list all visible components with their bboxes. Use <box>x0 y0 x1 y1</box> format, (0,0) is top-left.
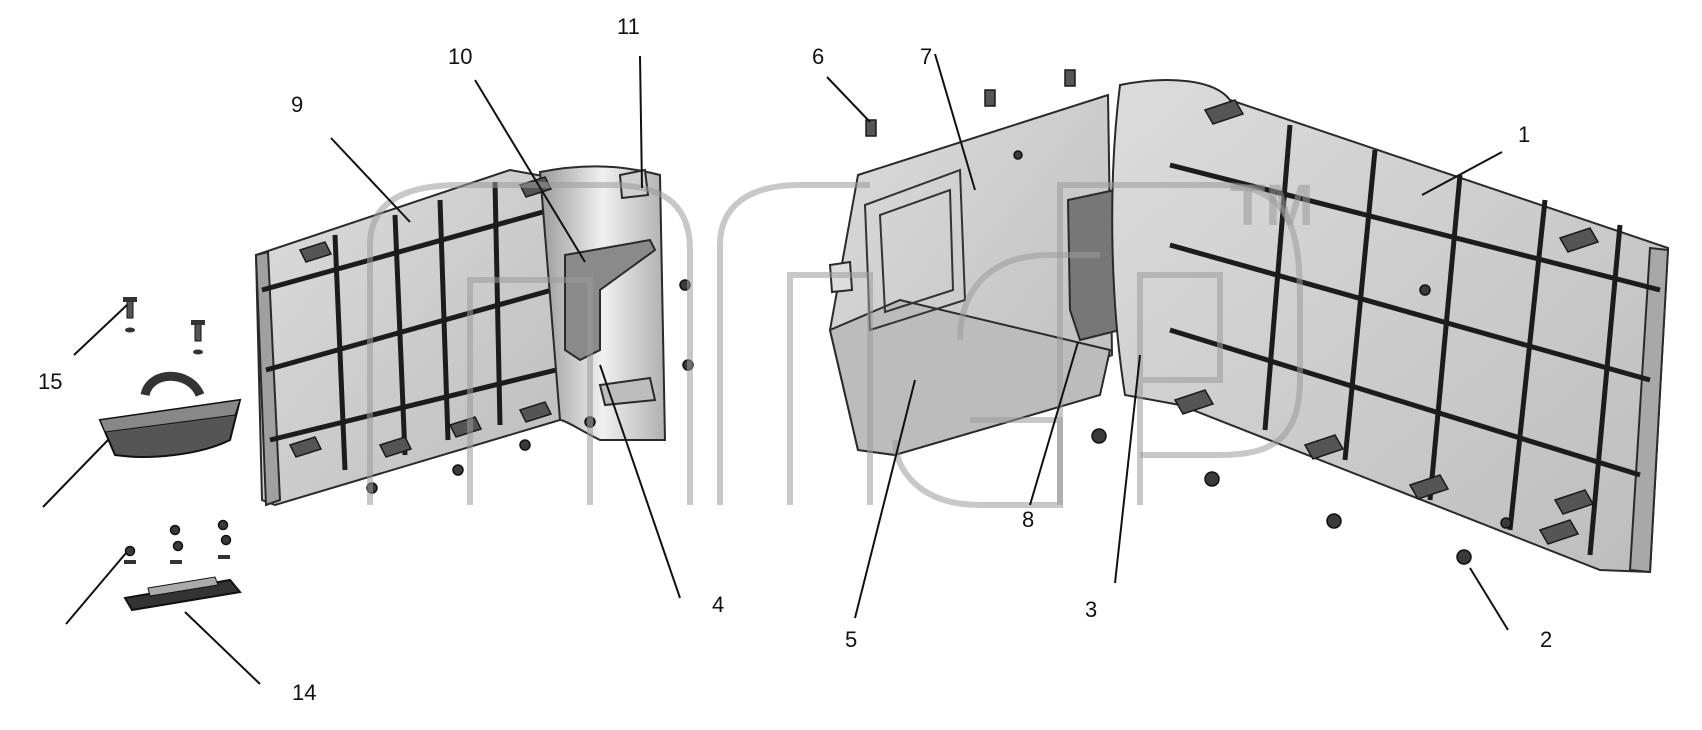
right-panel-assembly <box>1091 79 1670 574</box>
right-panel-clips <box>1173 99 1600 545</box>
right-panel-ribs <box>1169 124 1661 556</box>
callout-14: 14 <box>292 680 316 705</box>
leader-lines <box>42 53 1509 685</box>
callout-10: 10 <box>448 44 472 69</box>
hinge-8 <box>1066 188 1122 342</box>
callout-6: 6 <box>812 44 824 69</box>
callout-15: 15 <box>38 369 62 394</box>
nuts-2 <box>1091 428 1512 565</box>
callout-3: 3 <box>1085 597 1097 622</box>
left-panel-clips <box>288 176 553 458</box>
watermark: TM <box>367 173 1314 508</box>
middle-cover-assembly <box>828 69 1157 457</box>
lower-bracket <box>598 376 657 407</box>
left-panel-edge <box>254 250 282 507</box>
bracket-14 <box>123 519 242 612</box>
callout-8: 8 <box>1022 507 1034 532</box>
callout-4: 4 <box>712 592 724 617</box>
bolts-15 <box>123 297 205 355</box>
left-panel-assembly <box>254 165 694 507</box>
callout-11: 11 <box>617 14 640 39</box>
cover-5-bottom <box>828 298 1112 457</box>
small-parts <box>98 297 242 612</box>
callout-5: 5 <box>845 627 857 652</box>
tray-holder <box>98 371 242 458</box>
right-panel-1 <box>1111 79 1670 574</box>
callouts: 1 2 3 4 5 6 7 8 9 10 11 14 15 <box>38 14 1552 705</box>
callout-2: 2 <box>1540 627 1552 652</box>
trademark-text: TM <box>1230 173 1314 238</box>
clips-6 <box>865 69 1076 160</box>
callout-9: 9 <box>291 92 303 117</box>
callout-7: 7 <box>920 44 932 69</box>
left-panel-ribs <box>261 181 557 471</box>
left-hinge-10 <box>538 165 667 441</box>
right-panel-edge <box>1628 246 1670 574</box>
callout-1: 1 <box>1518 122 1530 147</box>
